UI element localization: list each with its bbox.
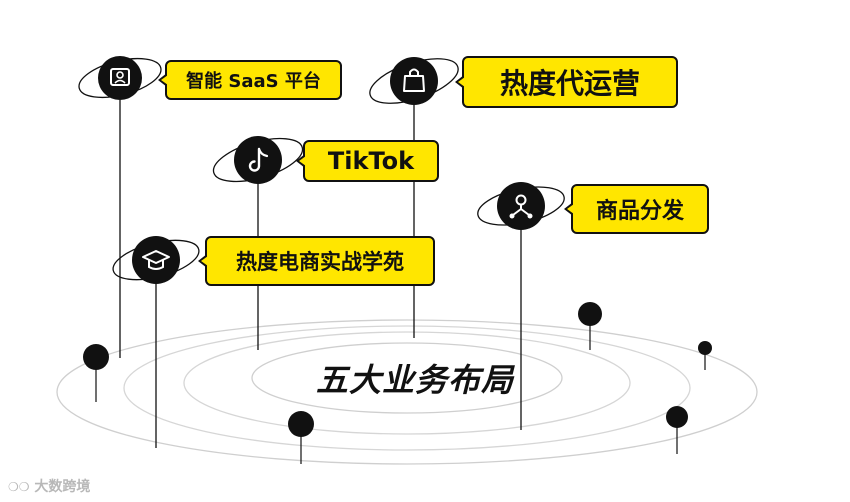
label-saas-platform: 智能 SaaS 平台: [158, 60, 342, 100]
portrait-frame-icon: [78, 56, 162, 100]
dot-pin: [288, 411, 314, 464]
shopping-bag-icon: [369, 57, 459, 105]
diagram-title: 五大业务布局: [315, 361, 514, 399]
dot-pin: [698, 341, 712, 370]
outer-ring: [56, 319, 758, 465]
label-distribution: 商品分发: [564, 184, 709, 234]
inner-ring: [251, 342, 563, 414]
label-operation: 热度代运营: [455, 56, 678, 108]
watermark-logo-icon: ❍❍: [8, 480, 30, 494]
second-ring: [183, 331, 631, 435]
dot-pin: [666, 406, 688, 454]
label-tiktok: TikTok: [296, 140, 439, 182]
distribution-network-icon: [477, 182, 565, 230]
dot-pin: [578, 302, 602, 350]
watermark: ❍❍ 大数跨境: [8, 476, 90, 496]
watermark-text: 大数跨境: [34, 479, 91, 495]
dot-pin: [83, 344, 109, 402]
label-academy: 热度电商实战学苑: [198, 236, 435, 286]
tiktok-note-icon: [212, 136, 304, 184]
third-ring: [123, 325, 691, 451]
graduation-cap-icon: [112, 236, 200, 284]
